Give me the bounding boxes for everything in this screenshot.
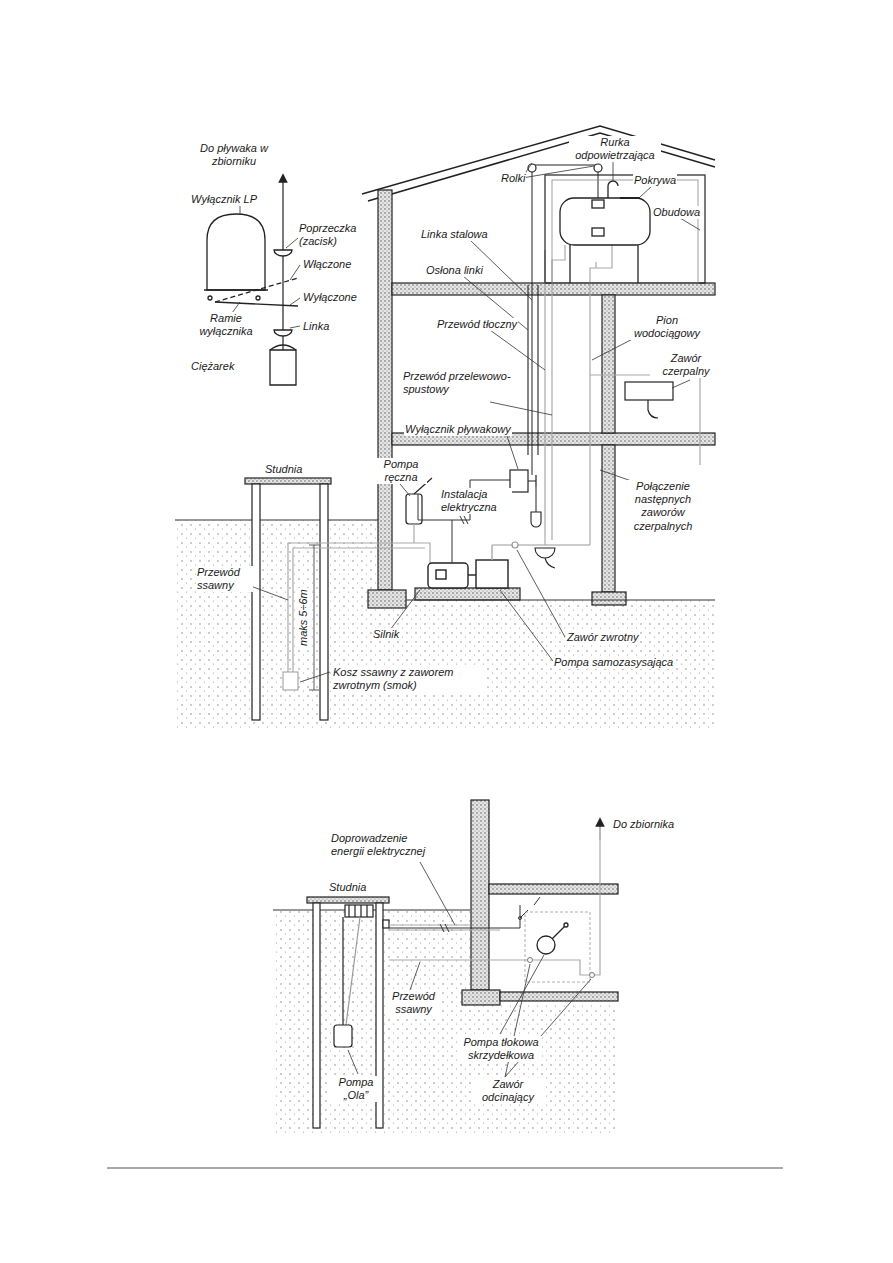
soil (273, 910, 618, 1133)
part-label: Studnia (264, 463, 303, 476)
electric-wiring (389, 897, 540, 932)
tank-housing (545, 175, 705, 283)
part-label: Przewód ssawny (196, 566, 253, 592)
switch-detail (528, 475, 536, 487)
part-label: Rolki (500, 172, 526, 185)
part-label: Wyłączone (302, 291, 358, 304)
part-label: Zawór odcinający (472, 1078, 544, 1104)
part-label: Ramie wyłącznika (190, 312, 262, 338)
part-label: Zawór zwrotny (566, 631, 640, 644)
part-label: Linka stalowa (420, 228, 489, 241)
ola-pump (334, 917, 360, 1047)
part-label: Zawór czerpalny (650, 352, 722, 378)
part-label: Kosz ssawny z zaworem zwrotnym (smok) (332, 666, 484, 692)
strainer (283, 672, 298, 690)
part-label: Pompa ręczna (375, 458, 427, 484)
dimension-line (309, 545, 319, 690)
leader-lines (348, 862, 591, 1077)
part-label: Pompa tłokowa skrzydełkowa (460, 1036, 542, 1062)
part-label: Ciężarek (190, 360, 235, 373)
wire (536, 487, 537, 512)
part-label: Włączone (302, 258, 352, 271)
part-label: Przewód tłoczny (436, 318, 518, 331)
part-label: Pokrywa (633, 174, 677, 187)
sink-symbol (535, 548, 555, 568)
leader-lines (232, 162, 700, 682)
tank (560, 181, 650, 283)
part-label: Poprzeczka (zacisk) (298, 222, 375, 248)
building-structure (462, 800, 618, 1005)
part-label: Instalacja elektryczna (440, 488, 512, 514)
part-label: Wyłącznik pływakowy (404, 423, 512, 436)
lp-switch (204, 214, 268, 300)
suction-pipe (288, 543, 430, 672)
part-label: Połączenie następnych zaworów czerpalnyc… (622, 480, 704, 533)
part-label: Obudowa (652, 206, 701, 219)
building-structure (368, 190, 715, 608)
well (307, 897, 389, 1128)
part-label: Do zbiornika (612, 818, 675, 831)
part-label: Przewód przelewowo-spustowy (402, 370, 519, 396)
part-label: Wyłącznik LP (190, 193, 258, 206)
hand-pump (406, 478, 432, 543)
motor-pump (428, 545, 508, 588)
part-label: Pompa samozasysająca (553, 656, 674, 669)
tap (625, 382, 673, 418)
part-label: Do pływaka w zbiorniku (193, 142, 275, 168)
part-label: Pompa „Ola” (330, 1076, 382, 1102)
valves (528, 958, 595, 978)
part-label: Doprowadzenie energii elektrycznej (330, 832, 432, 858)
wing-pump (537, 923, 568, 954)
part-label: Linka (302, 320, 330, 333)
dimension-label: maks 5÷6m (296, 589, 309, 648)
pipe-arrow (599, 822, 600, 840)
check-valve (492, 542, 590, 548)
part-label: Rurka odpowietrzająca (569, 136, 661, 162)
footer-rule (107, 1168, 783, 1169)
float-switch (510, 470, 528, 492)
part-label: Silnik (372, 628, 400, 641)
weight (531, 512, 541, 527)
part-label: Pion wodociągowy (630, 314, 704, 340)
part-label: Przewód ssawny (385, 990, 442, 1016)
part-label: Osłona linki (425, 264, 484, 277)
roof (362, 126, 715, 201)
part-label: Studnia (328, 881, 367, 894)
